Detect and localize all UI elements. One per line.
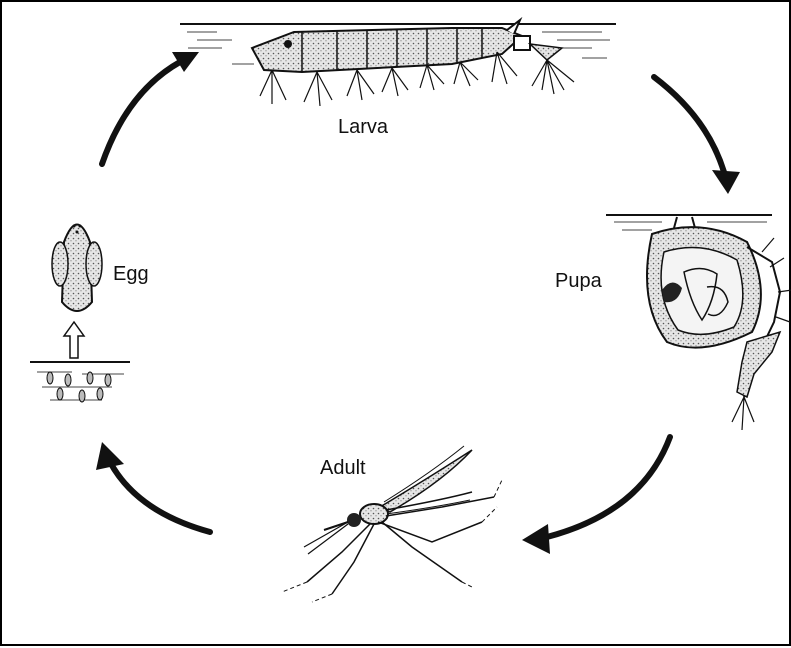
- cycle-arrow-pupa-to-adult: [522, 437, 670, 554]
- larva-label: Larva: [338, 116, 388, 139]
- egg-label: Egg: [113, 263, 149, 286]
- pupa-illustration: [606, 215, 791, 430]
- cycle-arrow-egg-to-larva: [102, 52, 199, 164]
- egg-raft-illustration: [30, 362, 130, 402]
- egg-emergence-arrow: [64, 322, 84, 358]
- adult-illustration: [282, 446, 502, 602]
- cycle-arrow-adult-to-egg: [96, 442, 210, 532]
- egg-illustration: [52, 225, 102, 312]
- pupa-label: Pupa: [555, 270, 602, 293]
- larva-illustration: [180, 20, 616, 106]
- cycle-arrow-larva-to-pupa: [654, 77, 740, 194]
- adult-label: Adult: [320, 457, 366, 480]
